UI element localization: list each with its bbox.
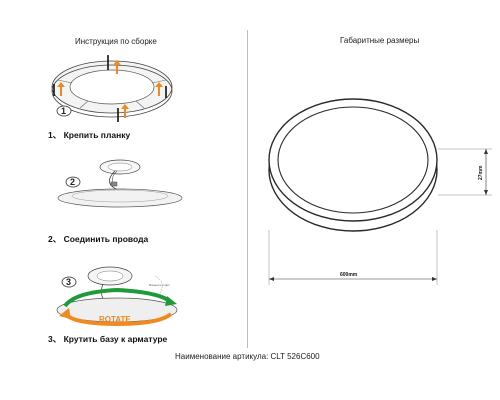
assembly-instructions-title: Инструкция по сборке	[75, 37, 157, 46]
step-2-illustration: 2	[57, 159, 183, 208]
step-1-label: 1、 Крепить планку	[48, 130, 131, 140]
step-3-label: 3、 Крутить базу к арматуре	[48, 334, 168, 344]
svg-text:Мощность и цвет: Мощность и цвет	[149, 283, 171, 287]
svg-text:3: 3	[66, 277, 71, 287]
dimensions-title: Габаритные размеры	[340, 36, 420, 45]
svg-text:ROTATE: ROTATE	[99, 315, 131, 324]
article-name: Наименование артикула: CLT 526C600	[175, 352, 320, 361]
svg-text:27mm: 27mm	[478, 165, 484, 180]
step-2-label: 2、 Соединить провода	[48, 234, 149, 244]
svg-text:2: 2	[70, 177, 75, 187]
step-1-illustration: 1	[51, 55, 173, 122]
step-3-illustration: Мощность и цвет ROTATE 3	[56, 266, 178, 327]
svg-text:600mm: 600mm	[340, 272, 358, 278]
svg-text:1: 1	[61, 106, 66, 116]
dimension-drawing: 27mm 600mm	[268, 98, 492, 285]
panel-divider	[247, 30, 248, 348]
